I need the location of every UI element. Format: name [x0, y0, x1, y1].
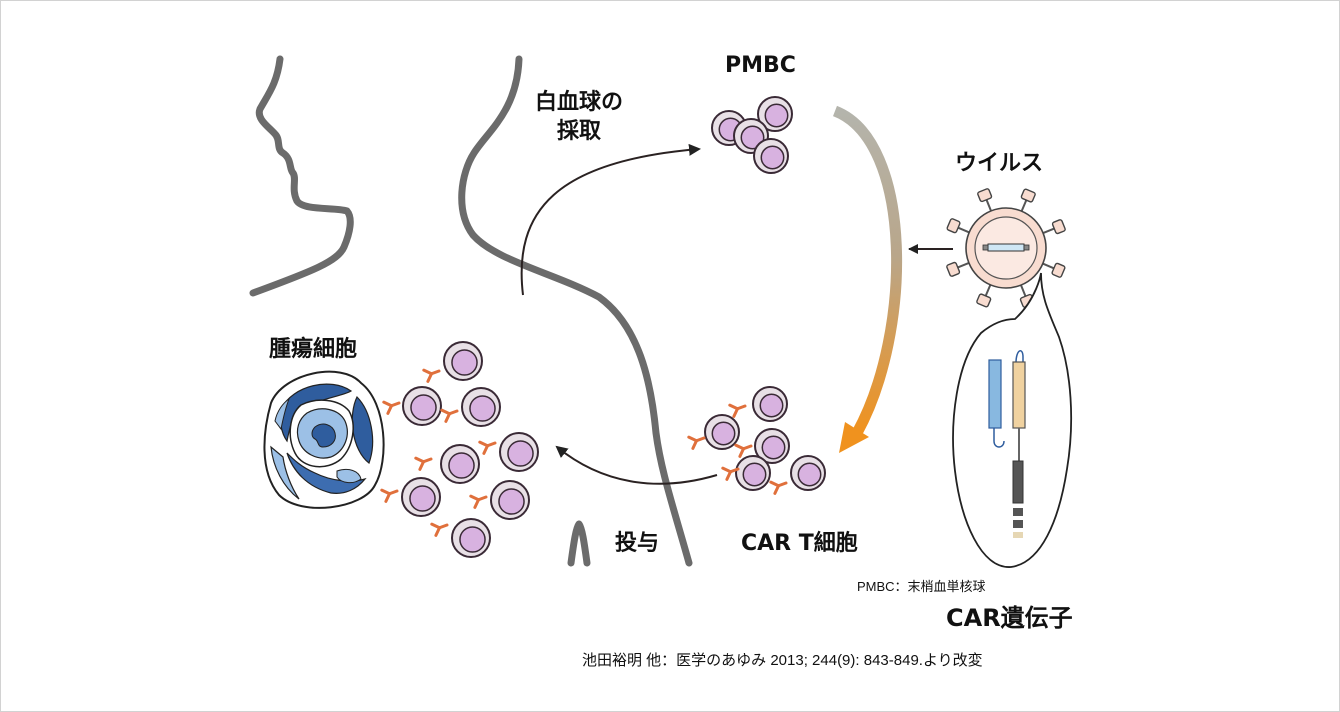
tumor-segment — [286, 452, 367, 494]
collection-label: 白血球の 採取 — [535, 90, 624, 144]
car-gene-callout — [952, 272, 1073, 568]
tumor-nucleus — [311, 423, 336, 448]
tumor-segment — [351, 395, 374, 464]
lymphocyte-cell — [440, 444, 480, 484]
car-receptor — [469, 494, 488, 509]
car-receptor — [478, 440, 497, 455]
car-t-cells — [687, 386, 826, 495]
abbreviation-note: PMBC：末梢血単核球 — [857, 579, 986, 594]
lymphocyte-cell — [402, 386, 442, 426]
lymphocyte-cell — [790, 455, 826, 491]
car-receptor — [414, 456, 433, 471]
lymphocyte-cell — [735, 455, 771, 491]
lymphocyte-cell — [704, 414, 740, 450]
car-gene-label: CAR遺伝子 — [946, 604, 1073, 632]
citation: 池田裕明 他：医学のあゆみ 2013; 244(9): 843-849.より改変 — [582, 652, 983, 669]
car-t-cells-attacking — [380, 341, 539, 558]
car-t-label: CAR T細胞 — [741, 531, 858, 556]
lymphocyte-cell — [754, 428, 790, 464]
car-receptor — [734, 443, 753, 458]
transduction-arrow — [832, 105, 903, 436]
virus-spike — [1020, 188, 1036, 203]
virus-spike — [1051, 262, 1066, 278]
lymphocyte-cell — [499, 432, 539, 472]
lymphocyte-cell — [451, 518, 491, 558]
car-receptor — [440, 408, 459, 423]
tumor-segment — [274, 397, 291, 431]
car-receptor — [430, 522, 449, 537]
tumor-cell-cluster — [263, 370, 385, 509]
virus-spike — [976, 293, 992, 308]
lymphocyte-cell — [490, 480, 530, 520]
lymphocyte-cell — [753, 138, 789, 174]
car-receptor — [382, 400, 401, 415]
shoulder-line — [567, 520, 591, 567]
tumor-label: 腫瘍細胞 — [269, 337, 358, 362]
tumor-segment — [270, 445, 300, 500]
tumor-segment — [336, 468, 362, 484]
neck-back-line — [458, 55, 693, 567]
lymphocyte-cell — [752, 386, 788, 422]
pmbc-cells — [711, 96, 793, 174]
face-profile-line — [249, 55, 354, 297]
pmbc-label: PMBC — [725, 53, 796, 78]
car-receptor — [422, 368, 441, 383]
virus-spike — [1051, 219, 1066, 235]
virus-label: ウイルス — [955, 151, 1044, 176]
car-receptor — [728, 403, 747, 418]
car-receptor — [721, 466, 740, 481]
administration-label: 投与 — [615, 531, 660, 556]
virus-particle — [946, 188, 1066, 308]
administration-arrow — [555, 445, 718, 485]
lymphocyte-cell — [757, 96, 793, 132]
lymphocyte-cell — [401, 477, 441, 517]
lymphocyte-cell — [461, 387, 501, 427]
virus-spike — [946, 261, 961, 277]
virus-spike — [977, 188, 993, 203]
car-receptor — [380, 488, 399, 503]
collection-arrow — [520, 143, 701, 296]
lymphocyte-cell — [443, 341, 483, 381]
human-silhouette — [249, 55, 693, 567]
car-receptor — [687, 435, 706, 450]
virus-spike — [946, 218, 961, 234]
car-receptor — [769, 480, 788, 495]
transduction-arrow-head — [839, 422, 869, 453]
